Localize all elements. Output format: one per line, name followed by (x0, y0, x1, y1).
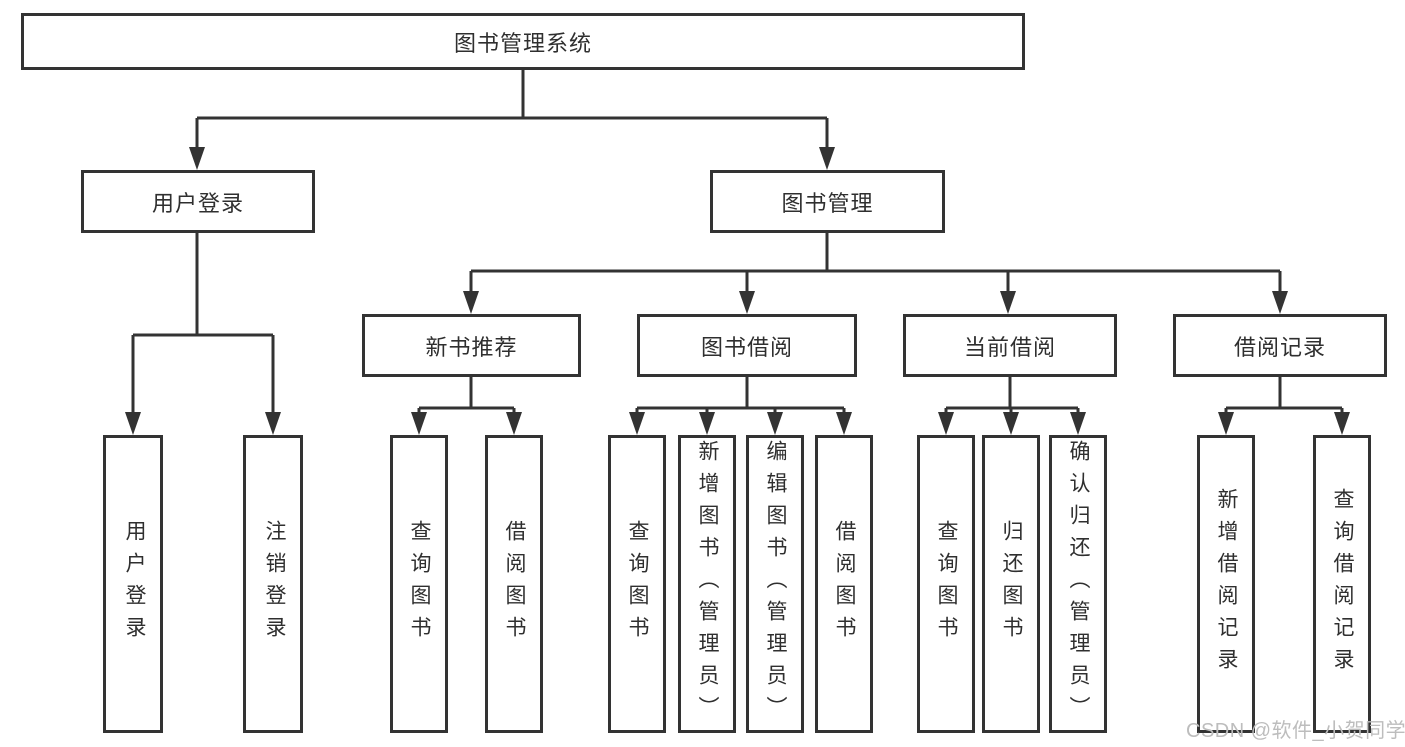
leaf-add-borrow-record: 新增借阅记录 (1197, 435, 1255, 733)
leaf-edit-book-admin: 编辑图书（管理员） (746, 435, 804, 733)
leaf-query-books-current: 查询图书 (917, 435, 975, 733)
node-book-borrowing: 图书借阅 (637, 314, 857, 377)
node-user-login: 用户登录 (81, 170, 315, 233)
node-book-management: 图书管理 (710, 170, 945, 233)
leaf-confirm-return-admin: 确认归还（管理员） (1049, 435, 1107, 733)
leaf-return-books: 归还图书 (982, 435, 1040, 733)
node-library-management-system: 图书管理系统 (21, 13, 1025, 70)
csdn-watermark: CSDN @软件_小贺同学 (1186, 720, 1405, 742)
node-current-borrowing: 当前借阅 (903, 314, 1117, 377)
leaf-add-book-admin: 新增图书（管理员） (678, 435, 736, 733)
leaf-user-login: 用户登录 (103, 435, 163, 733)
leaf-query-books-recommend: 查询图书 (390, 435, 448, 733)
node-borrowing-records: 借阅记录 (1173, 314, 1387, 377)
leaf-borrow-books-borrowing: 借阅图书 (815, 435, 873, 733)
leaf-logout: 注销登录 (243, 435, 303, 733)
leaf-borrow-books-recommend: 借阅图书 (485, 435, 543, 733)
leaf-query-books-borrowing: 查询图书 (608, 435, 666, 733)
leaf-query-borrow-record: 查询借阅记录 (1313, 435, 1371, 733)
node-new-book-recommendation: 新书推荐 (362, 314, 581, 377)
